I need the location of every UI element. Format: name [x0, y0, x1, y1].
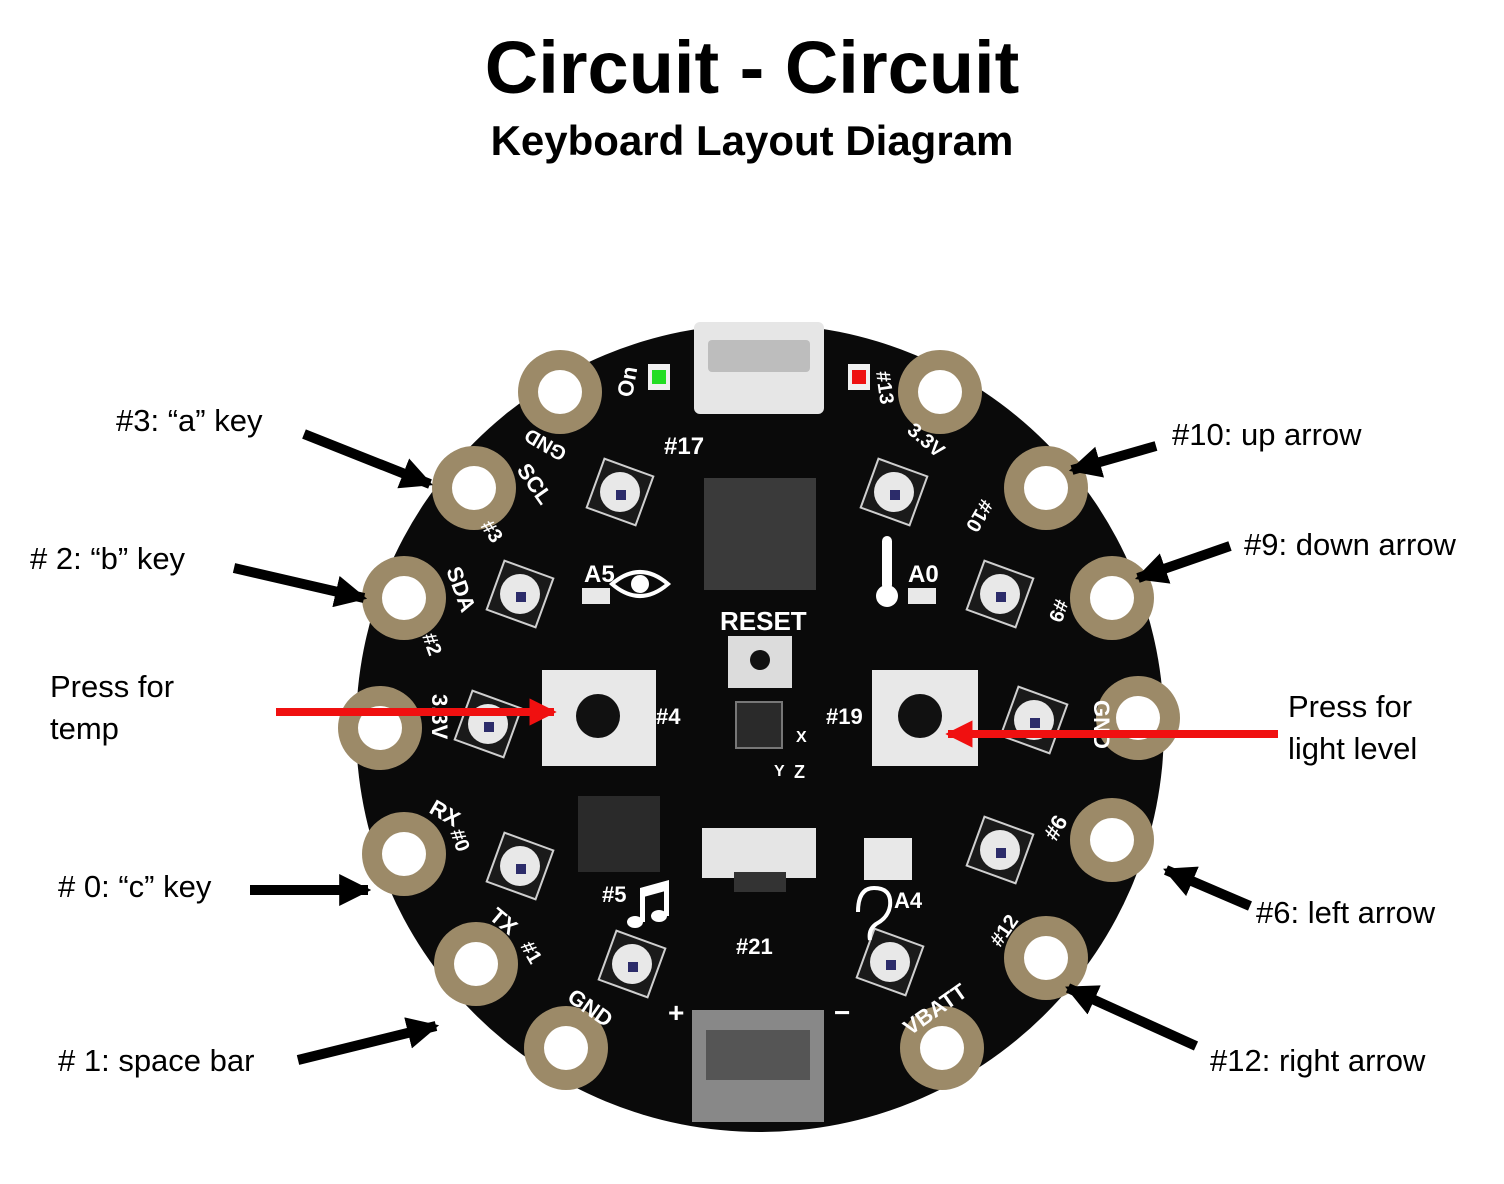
neopixel-led-8 [597, 929, 667, 999]
callout-pin6: #6: left arrow [1256, 895, 1436, 930]
label-pin5: #5 [602, 882, 626, 907]
button-a[interactable] [542, 670, 656, 766]
callout-pin2: # 2: “b” key [30, 541, 186, 576]
thermometer-icon [876, 536, 898, 607]
accelerometer [735, 701, 783, 749]
neopixel-led-1 [859, 457, 929, 527]
diagram-subtitle: Keyboard Layout Diagram [490, 117, 1014, 164]
diagram-title: Circuit - Circuit [484, 26, 1020, 109]
arrow-pin1 [296, 1017, 440, 1065]
arrow-pin12 [1065, 983, 1199, 1051]
light-sensor [582, 588, 610, 604]
callout-pin9: #9: down arrow [1244, 527, 1456, 562]
label-pin17: #17 [664, 433, 704, 460]
neopixel-led-0 [585, 457, 655, 527]
pad-9[interactable] [1070, 556, 1154, 640]
pad-2[interactable] [362, 556, 446, 640]
callout-arrows [232, 429, 1252, 1065]
led-13 [852, 370, 866, 384]
pad-3v3-left[interactable] [338, 686, 422, 770]
neopixel-led-9 [855, 927, 925, 997]
arrow-pin9 [1134, 541, 1232, 584]
pad-6[interactable] [1070, 798, 1154, 882]
label-pin4: #4 [656, 704, 681, 729]
button-b[interactable] [872, 670, 978, 766]
callout-pin1: # 1: space bar [58, 1043, 255, 1078]
pad-gnd-right[interactable] [1096, 676, 1180, 760]
buzzer [578, 796, 660, 872]
arrow-pin10 [1068, 441, 1158, 478]
label-a5: A5 [584, 561, 615, 588]
neopixel-led-7 [965, 815, 1035, 885]
neopixel-led-2 [485, 559, 555, 629]
eye-icon [608, 570, 672, 598]
label-pin19: #19 [826, 704, 863, 729]
microcontroller-chip [704, 478, 816, 590]
label-a4: A4 [894, 888, 923, 913]
pad-12[interactable] [1004, 916, 1088, 1000]
callout-button-b-line2: light level [1288, 731, 1418, 766]
callout-button-a-line2: temp [50, 711, 119, 746]
callout-pin3: #3: “a” key [116, 403, 263, 438]
power-led [652, 370, 666, 384]
arrow-pin2 [232, 563, 368, 608]
button-arrows [276, 698, 1278, 748]
neopixel-led-3 [965, 559, 1035, 629]
slide-switch[interactable] [702, 828, 816, 892]
callout-pin0: # 0: “c” key [58, 869, 212, 904]
pads [338, 350, 1180, 1090]
pad-top-left[interactable] [518, 350, 602, 434]
label-axis-x: X [796, 729, 807, 746]
neopixels [453, 457, 1069, 999]
pad-top-right[interactable] [898, 350, 982, 434]
label-a0: A0 [908, 561, 939, 588]
board-components [542, 364, 978, 1122]
label-gnd-right: GND [1089, 700, 1114, 749]
callout-button-a-line1: Press for [50, 669, 175, 704]
callout-button-b-line1: Press for [1288, 689, 1413, 724]
pad-3[interactable] [432, 446, 516, 530]
label-axis-y: Y [774, 763, 785, 780]
pad-gnd-bottom[interactable] [524, 1006, 608, 1090]
microphone [864, 838, 912, 880]
battery-connector [692, 1010, 824, 1122]
pad-10[interactable] [1004, 446, 1088, 530]
ear-icon [856, 885, 893, 941]
callout-pin10: #10: up arrow [1172, 417, 1362, 452]
label-pin21: #21 [736, 934, 773, 959]
label-minus: − [834, 997, 850, 1028]
label-plus: + [668, 997, 684, 1028]
label-on: On [612, 364, 642, 398]
pad-1[interactable] [434, 922, 518, 1006]
arrow-pin6 [1163, 865, 1252, 911]
pad-0[interactable] [362, 812, 446, 896]
callout-pin12: #12: right arrow [1210, 1043, 1426, 1078]
reset-button[interactable] [728, 636, 792, 688]
label-reset: RESET [720, 606, 807, 636]
temperature-sensor [908, 588, 936, 604]
music-note-icon [627, 880, 669, 928]
pad-vbatt[interactable] [900, 1006, 984, 1090]
neopixel-led-6 [485, 831, 555, 901]
label-led13: #13 [871, 370, 897, 406]
label-axis-z: Z [794, 762, 805, 782]
arrow-pin3 [302, 429, 433, 489]
label-3v3-left: 3.3V [427, 694, 452, 740]
